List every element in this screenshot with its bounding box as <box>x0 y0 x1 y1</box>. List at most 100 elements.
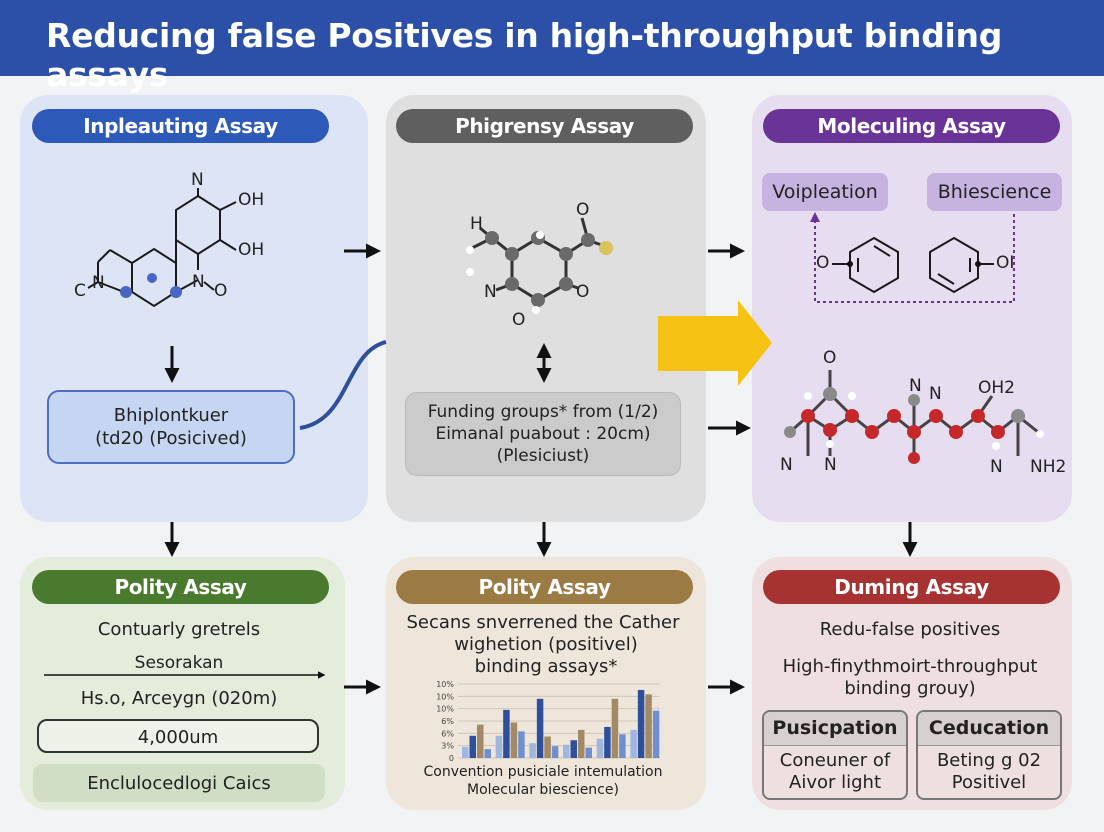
atom-label: N <box>191 170 204 190</box>
chart-bar <box>637 689 645 758</box>
blue-curve-connector <box>299 340 387 430</box>
chart-bar <box>630 729 637 758</box>
chart-bar <box>544 736 551 758</box>
chart-bar <box>536 698 544 758</box>
card-left-header: Pusicpation <box>772 717 898 739</box>
page-title: Reducing false Positives in high-through… <box>46 16 1003 94</box>
card-right-header: Ceducation <box>928 717 1050 739</box>
chart-bars <box>462 689 660 758</box>
chart-bar <box>495 735 503 758</box>
chart-bar <box>578 729 585 758</box>
atom-label: OH2 <box>978 378 1015 398</box>
tag-voipleation <box>762 173 888 211</box>
bottom-left-line: Hs.o, Arceygn (020m) <box>80 688 278 709</box>
atom-label: N <box>909 376 922 396</box>
result-line: (Plesiciust) <box>496 446 590 466</box>
chart-bar <box>551 746 559 758</box>
chart-bar <box>469 735 476 758</box>
bottom-middle-line: wighetion (positivel) <box>454 634 638 655</box>
value-box <box>37 719 319 753</box>
result-line: Bhiplontkuer <box>113 405 229 426</box>
chart-bar <box>477 724 484 758</box>
atom-label: O <box>512 310 526 330</box>
atom-label: N <box>192 272 205 292</box>
atom-label: H <box>470 214 483 234</box>
result-line: Funding groups* from (1/2) <box>427 402 659 422</box>
chart-bar <box>619 734 626 758</box>
chart-bar <box>462 746 469 758</box>
value-box-text: 4,000um <box>137 727 219 748</box>
atom-label: N <box>92 273 105 293</box>
atom-dot <box>120 286 132 298</box>
chart-y-tick-label: 6% <box>441 717 454 726</box>
chart-bar <box>604 726 611 758</box>
chart-y-tick-label: 10% <box>436 692 454 701</box>
atom-label: N <box>484 282 497 302</box>
chart-grid <box>458 683 660 759</box>
card-left-line: Aivor light <box>789 772 881 793</box>
bottom-right-line: binding grouy) <box>844 678 976 699</box>
atom-label: N <box>990 457 1003 477</box>
chart-bar <box>510 722 518 758</box>
result-box-top-middle <box>405 392 681 476</box>
chart-y-tick-label: 10% <box>436 680 454 689</box>
chart-caption: Molecular biescience) <box>467 782 619 798</box>
atom-label: O <box>823 348 837 368</box>
card-right-line: Positivel <box>951 772 1027 793</box>
chart-y-tick-label: 0 <box>449 754 454 763</box>
chart-bar <box>611 698 619 758</box>
header-bottom-middle: Polity Assay <box>396 570 693 604</box>
footer-box <box>33 764 325 802</box>
header-top-right: Moleculing Assay <box>763 109 1060 143</box>
atom-label: O <box>576 282 590 302</box>
chart-bar <box>596 738 604 758</box>
purple-dotted-bracket <box>810 212 1015 303</box>
atom-label: O <box>214 281 228 301</box>
chart-bar <box>563 744 570 758</box>
bottom-right-line: Redu-false positives <box>819 619 1001 640</box>
bottom-middle-line: binding assays* <box>474 656 618 677</box>
header-top-middle: Phigrensy Assay <box>396 109 693 143</box>
atom-label: OH <box>238 240 265 260</box>
title-bar: Reducing false Positives in high-through… <box>0 0 1104 94</box>
chart-bar <box>503 709 510 758</box>
chart-caption: Convention pusiciale intemulation <box>423 764 663 780</box>
card-right-line: Beting g 02 <box>936 750 1042 771</box>
yellow-callout-arrow <box>658 300 772 386</box>
chart-bar <box>645 694 652 758</box>
chart-bar <box>585 747 592 758</box>
atom-label: N <box>824 455 837 475</box>
atom-label: OI <box>996 253 1015 273</box>
bottom-left-line: Sesorakan <box>134 653 224 673</box>
tag-label: Voipleation <box>772 181 878 203</box>
result-box-top-left <box>47 390 295 464</box>
chart-bar <box>652 710 660 758</box>
card-left <box>762 710 908 800</box>
atom-label: O <box>816 253 830 273</box>
tag-label: Bhiescience <box>937 181 1052 203</box>
bottom-left-line: Contuarly gretrels <box>97 619 261 640</box>
result-line: Eimanal puabout : 20cm) <box>435 424 651 444</box>
tag-bhiescience <box>927 173 1062 211</box>
chart-y-tick-label: 6% <box>441 729 454 738</box>
header-bottom-left: Polity Assay <box>32 570 329 604</box>
chart-y-ticks: 10%10%10%6%6%3%0 <box>436 680 454 763</box>
result-line: (td20 (Posicived) <box>95 428 247 449</box>
footer-box-text: Enclulocedlogi Caics <box>87 773 271 794</box>
chart-bar <box>484 749 491 758</box>
bottom-middle-line: Secans snverrened the Cather <box>406 612 680 633</box>
atom-label: C <box>74 281 86 301</box>
atom-label: N <box>780 455 793 475</box>
card-left-line: Coneuner of <box>779 750 891 771</box>
bottom-right-line: High-finythmoirt-throughput <box>782 656 1038 677</box>
atom-dot <box>170 286 182 298</box>
atom-dot <box>147 273 157 283</box>
atom-label: OH <box>238 190 265 210</box>
atom-label: N <box>929 384 942 404</box>
chart-y-tick-label: 3% <box>441 742 454 751</box>
